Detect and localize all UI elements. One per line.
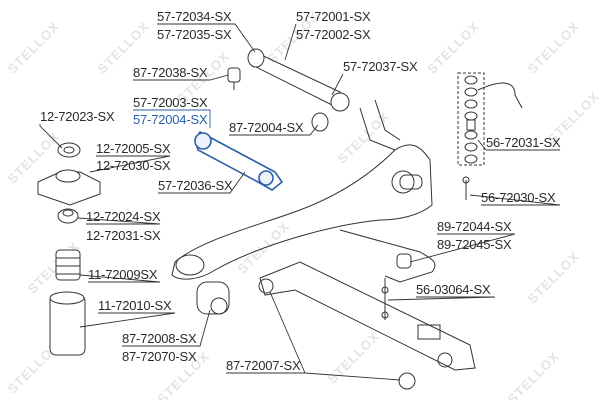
stabilizer-bushing — [396, 253, 412, 269]
part-label: 89-72045-SX — [437, 237, 512, 252]
wheel-hub — [391, 170, 415, 194]
part-label: 87-72004-SX — [229, 120, 304, 135]
part-label: 56-72031-SX — [486, 135, 561, 150]
part-label: 12-72024-SX — [86, 209, 161, 224]
part-label: 87-72008-SX — [122, 331, 197, 346]
part-label: 12-72031-SX — [86, 228, 161, 243]
stabilizer-link-kit — [457, 72, 485, 166]
part-label: 57-72002-SX — [296, 27, 371, 42]
part-label: 57-72037-SX — [343, 59, 418, 74]
bushing — [311, 112, 329, 132]
part-label: 56-03064-SX — [416, 282, 491, 297]
trailing-arm-bushing — [196, 281, 230, 315]
part-label-highlighted: 57-72004-SX — [133, 112, 208, 127]
part-label: 89-72044-SX — [437, 219, 512, 234]
top-mount-washer — [57, 142, 81, 158]
part-label: 12-72005-SX — [96, 141, 171, 156]
part-label: 87-72038-SX — [133, 65, 208, 80]
part-label: 57-72034-SX — [157, 9, 232, 24]
trailing-arm — [171, 144, 433, 280]
part-label: 11-72010-SX — [98, 298, 172, 313]
part-label: 11-72009SX — [88, 267, 158, 282]
part-label: 12-72030-SX — [96, 158, 171, 173]
bump-stop — [55, 249, 81, 281]
part-label: 87-72007-SX — [226, 358, 301, 373]
lower-control-arm — [259, 261, 476, 371]
part-label: 57-72003-SX — [133, 95, 208, 110]
part-label: 57-72035-SX — [157, 27, 232, 42]
lower-arm-bushing — [398, 372, 416, 390]
ball-joint — [227, 67, 241, 83]
part-label: 57-72001-SX — [296, 9, 371, 24]
stabilizer-bar — [339, 229, 436, 283]
part-label: 57-72036-SX — [158, 178, 233, 193]
part-label: 12-72023-SX — [40, 109, 115, 124]
trailing-arm-eye — [175, 254, 205, 276]
part-label: 56-72030-SX — [481, 190, 556, 205]
part-label: 87-72070-SX — [122, 349, 197, 364]
